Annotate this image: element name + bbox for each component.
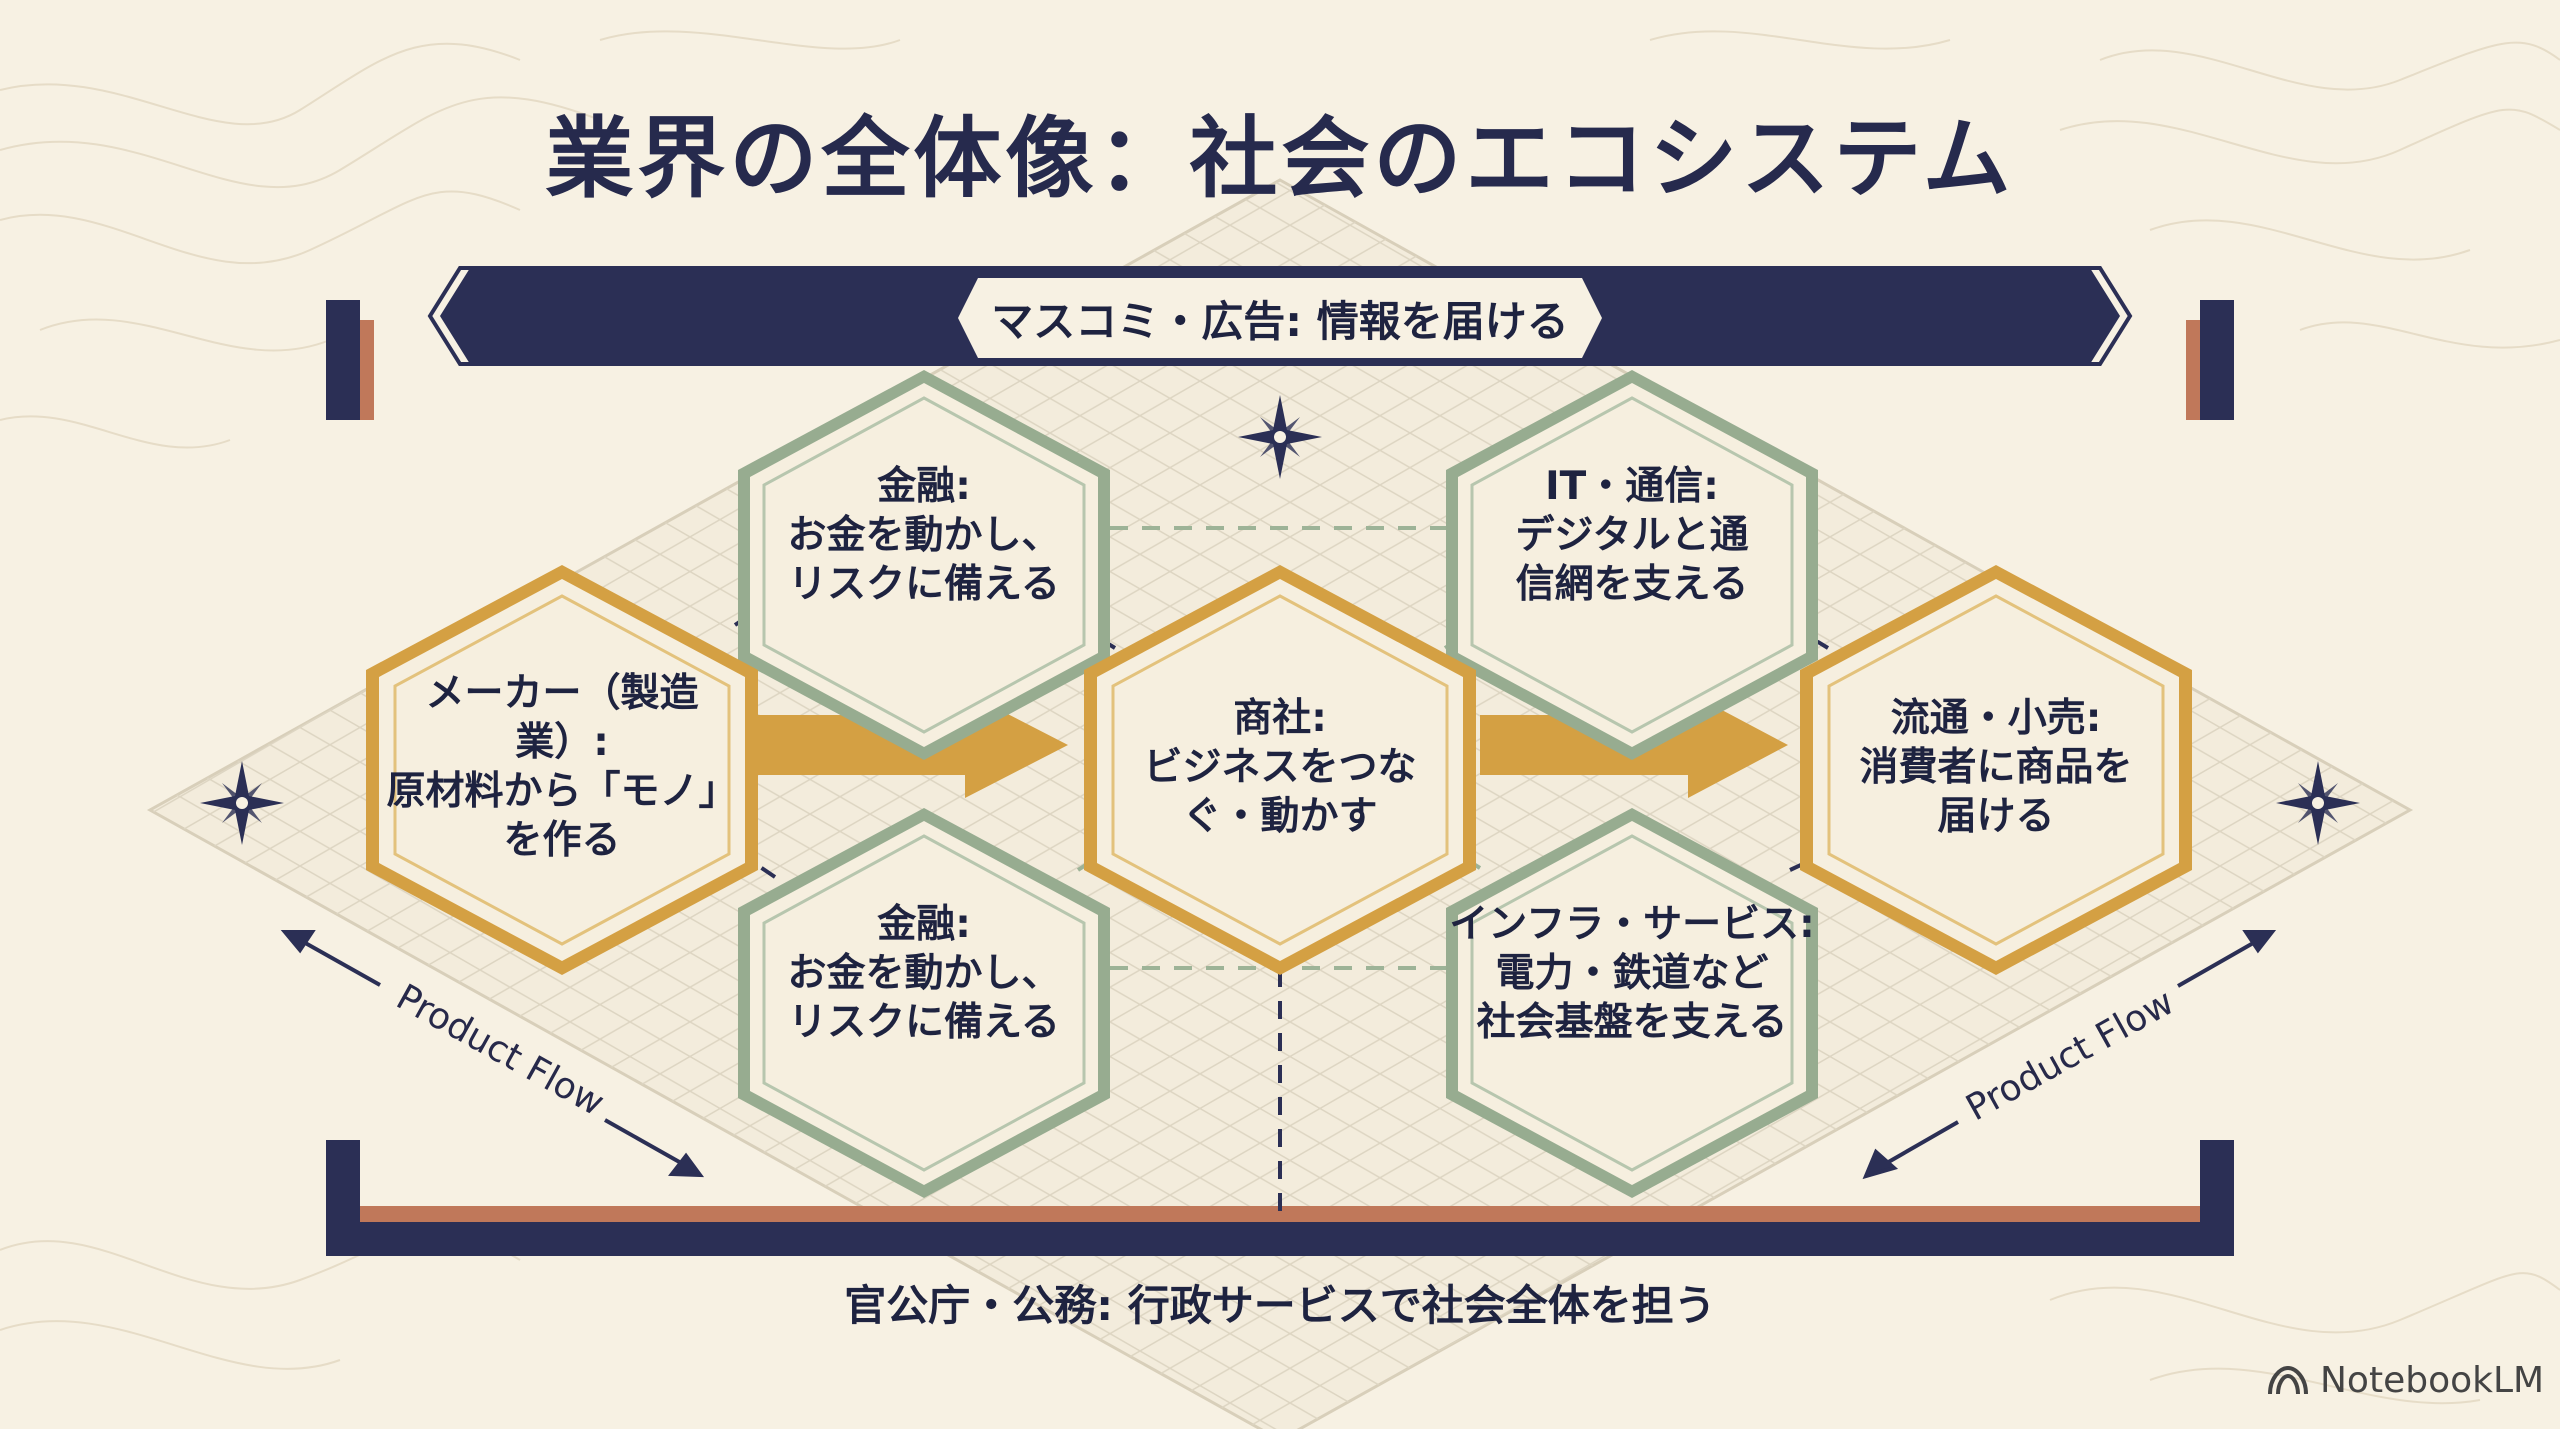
hex-infra <box>1446 808 1818 1198</box>
node-trading-company: 商社: ビジネスをつな ぐ・動かす <box>1143 695 1417 839</box>
notebooklm-logo: NotebookLM <box>2266 1355 2544 1405</box>
compass-star-icon <box>200 395 2360 845</box>
node-retail: 流通・小売: 消費者に商品を 届ける <box>1859 695 2133 839</box>
page-title: 業界の全体像：社会のエコシステム <box>545 107 2015 210</box>
node-it-telecom: IT・通信: デジタルと通 信網を支える <box>1515 463 1749 607</box>
notebooklm-logo-icon <box>2268 1365 2308 1395</box>
top-banner <box>427 266 2133 366</box>
node-manufacturer: メーカー（製造業）: 原材料から「モノ」 を作る <box>386 671 738 863</box>
hex-trading <box>1084 565 1476 975</box>
hex-it <box>1446 370 1818 760</box>
node-finance-bottom: 金融: お金を動かし、 リスクに備える <box>787 901 1061 1045</box>
hex-maker <box>366 565 758 975</box>
hexagons <box>366 370 2192 1198</box>
topographic-background <box>0 30 2560 1405</box>
node-finance-top: 金融: お金を動かし、 リスクに備える <box>787 463 1061 607</box>
footer-government: 官公庁・公務: 行政サービスで社会全体を担う <box>844 1281 1716 1330</box>
hex-finance-top <box>738 370 1110 760</box>
hex-finance-bottom <box>738 808 1110 1198</box>
banner-media-advertising: マスコミ・広告: 情報を届ける <box>991 296 1569 346</box>
hex-retail <box>1800 565 2192 975</box>
frame <box>326 300 2234 1256</box>
node-infrastructure: インフラ・サービス: 電力・鉄道など 社会基盤を支える <box>1449 901 1815 1045</box>
product-flow-arrows <box>280 930 2277 1180</box>
